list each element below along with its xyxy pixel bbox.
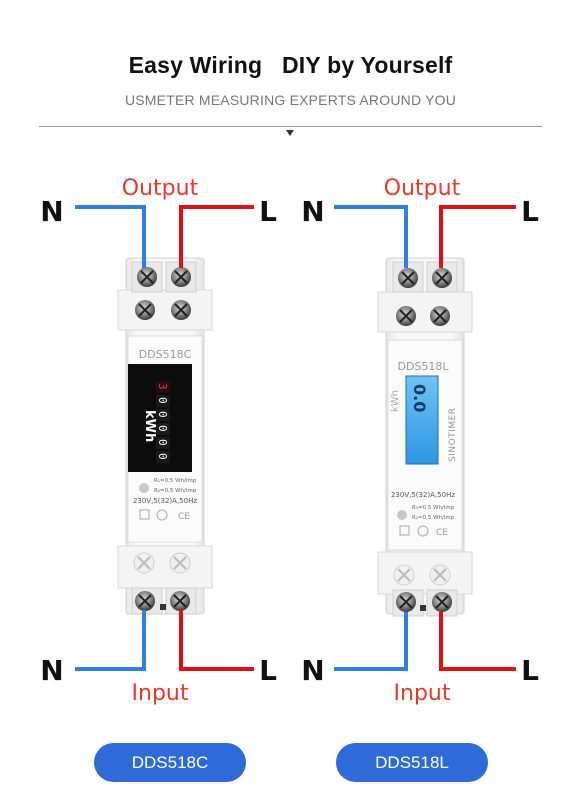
brand-label: SINOTIMER	[448, 407, 458, 462]
counter-digit: 0	[156, 453, 169, 460]
model-button-dds518c[interactable]: DDS518C	[94, 743, 246, 782]
screw-icon	[396, 306, 416, 326]
counter-digit: 0	[156, 397, 169, 404]
counter-digit-cell	[156, 423, 170, 435]
class-icon	[417, 525, 429, 537]
rating-text: 230V,5(32)A,50Hz	[133, 497, 197, 505]
neutral-wire-in	[334, 612, 408, 671]
counter-digit: 0	[156, 439, 169, 446]
input-label: Input	[394, 681, 451, 706]
neutral-wire-out	[75, 205, 146, 268]
meter-dds518c: DDS518C kWh 0 0 0 0 0 3 R₁=0,5 Wh/imp R₂=0,5 …	[40, 176, 277, 706]
counter-digit: 0	[156, 411, 169, 418]
counter-digit: 0	[156, 425, 169, 432]
ce-mark: CE	[436, 528, 448, 538]
counter-digit-cell	[156, 437, 170, 449]
rating-text: 230V,5(32)A,50Hz	[391, 491, 455, 499]
spec-line: R₁=0,5 Wh/imp	[412, 505, 455, 511]
seal-hole	[160, 604, 166, 610]
neutral-wire-out	[334, 205, 408, 268]
neutral-wire-in	[75, 610, 146, 671]
screw-icon	[171, 300, 191, 320]
divider	[39, 126, 542, 127]
screw-icon	[137, 267, 157, 287]
pulse-led-icon	[397, 510, 407, 520]
meter-shoulder	[377, 291, 473, 333]
counter-digit: 3	[156, 383, 169, 390]
class-icon	[156, 509, 168, 521]
class-icon	[399, 525, 410, 536]
output-label: Output	[384, 176, 461, 201]
spec-line: R₂=0,5 Wh/imp	[412, 515, 455, 521]
meter-dds518l: DDS518L kWh 0.0 SINOTIMER 230V,5(32)A,50…	[301, 176, 539, 706]
lcd-display	[405, 375, 439, 465]
output-label: Output	[122, 176, 199, 201]
unit-label: kWh	[142, 410, 157, 442]
screw-icon	[432, 268, 452, 288]
spec-line: R₂=0,5 Wh/imp	[154, 488, 197, 494]
live-wire-out	[439, 205, 516, 268]
counter-digit-cell	[156, 395, 170, 407]
terminal-n-label: N	[301, 195, 324, 228]
screw-icon	[171, 267, 191, 287]
screw-icon	[170, 591, 190, 611]
terminal-n-label: N	[301, 654, 324, 687]
meter-shoulder	[117, 289, 213, 331]
terminal-l-label: L	[521, 654, 539, 687]
counter-digit-cell	[156, 451, 170, 463]
caret-down-icon	[286, 130, 294, 136]
terminal-l-label: L	[259, 195, 277, 228]
meter-shoulder	[117, 545, 213, 589]
terminal-l-label: L	[521, 195, 539, 228]
screw-icon	[429, 564, 451, 586]
screw-icon	[135, 300, 155, 320]
ce-mark: CE	[178, 512, 190, 522]
pulse-led-icon	[139, 483, 149, 493]
seal-hole	[420, 605, 426, 611]
terminal-l-label: L	[259, 654, 277, 687]
terminal-n-label: N	[40, 654, 63, 687]
screw-icon	[169, 552, 191, 574]
screw-icon	[135, 591, 155, 611]
spec-line: R₁=0,5 Wh/imp	[154, 478, 197, 484]
model-print: DDS518L	[397, 360, 449, 373]
unit-label: kWh	[390, 390, 401, 412]
class-icon	[139, 509, 150, 520]
screw-icon	[430, 306, 450, 326]
input-label: Input	[132, 681, 189, 706]
screw-icon	[396, 592, 416, 612]
live-wire-in	[179, 610, 254, 671]
terminal-n-label: N	[40, 195, 63, 228]
screw-icon	[432, 592, 452, 612]
page-title: Easy Wiring DIY by Yourself	[128, 52, 453, 78]
lcd-value: 0.0	[410, 384, 429, 412]
screw-icon	[398, 268, 418, 288]
page-subtitle: USMETER MEASURING EXPERTS AROUND YOU	[124, 92, 457, 108]
model-button-dds518l[interactable]: DDS518L	[336, 743, 488, 782]
live-wire-out	[179, 205, 254, 268]
model-print: DDS518C	[139, 348, 192, 361]
counter-digit-cell	[156, 381, 170, 393]
meter-shoulder	[377, 551, 473, 595]
counter-digit-cell	[156, 409, 170, 421]
counter-digits: 0 0 0 0 0 3	[156, 381, 170, 463]
screw-icon	[133, 552, 155, 574]
live-wire-in	[439, 612, 516, 671]
screw-icon	[393, 564, 415, 586]
